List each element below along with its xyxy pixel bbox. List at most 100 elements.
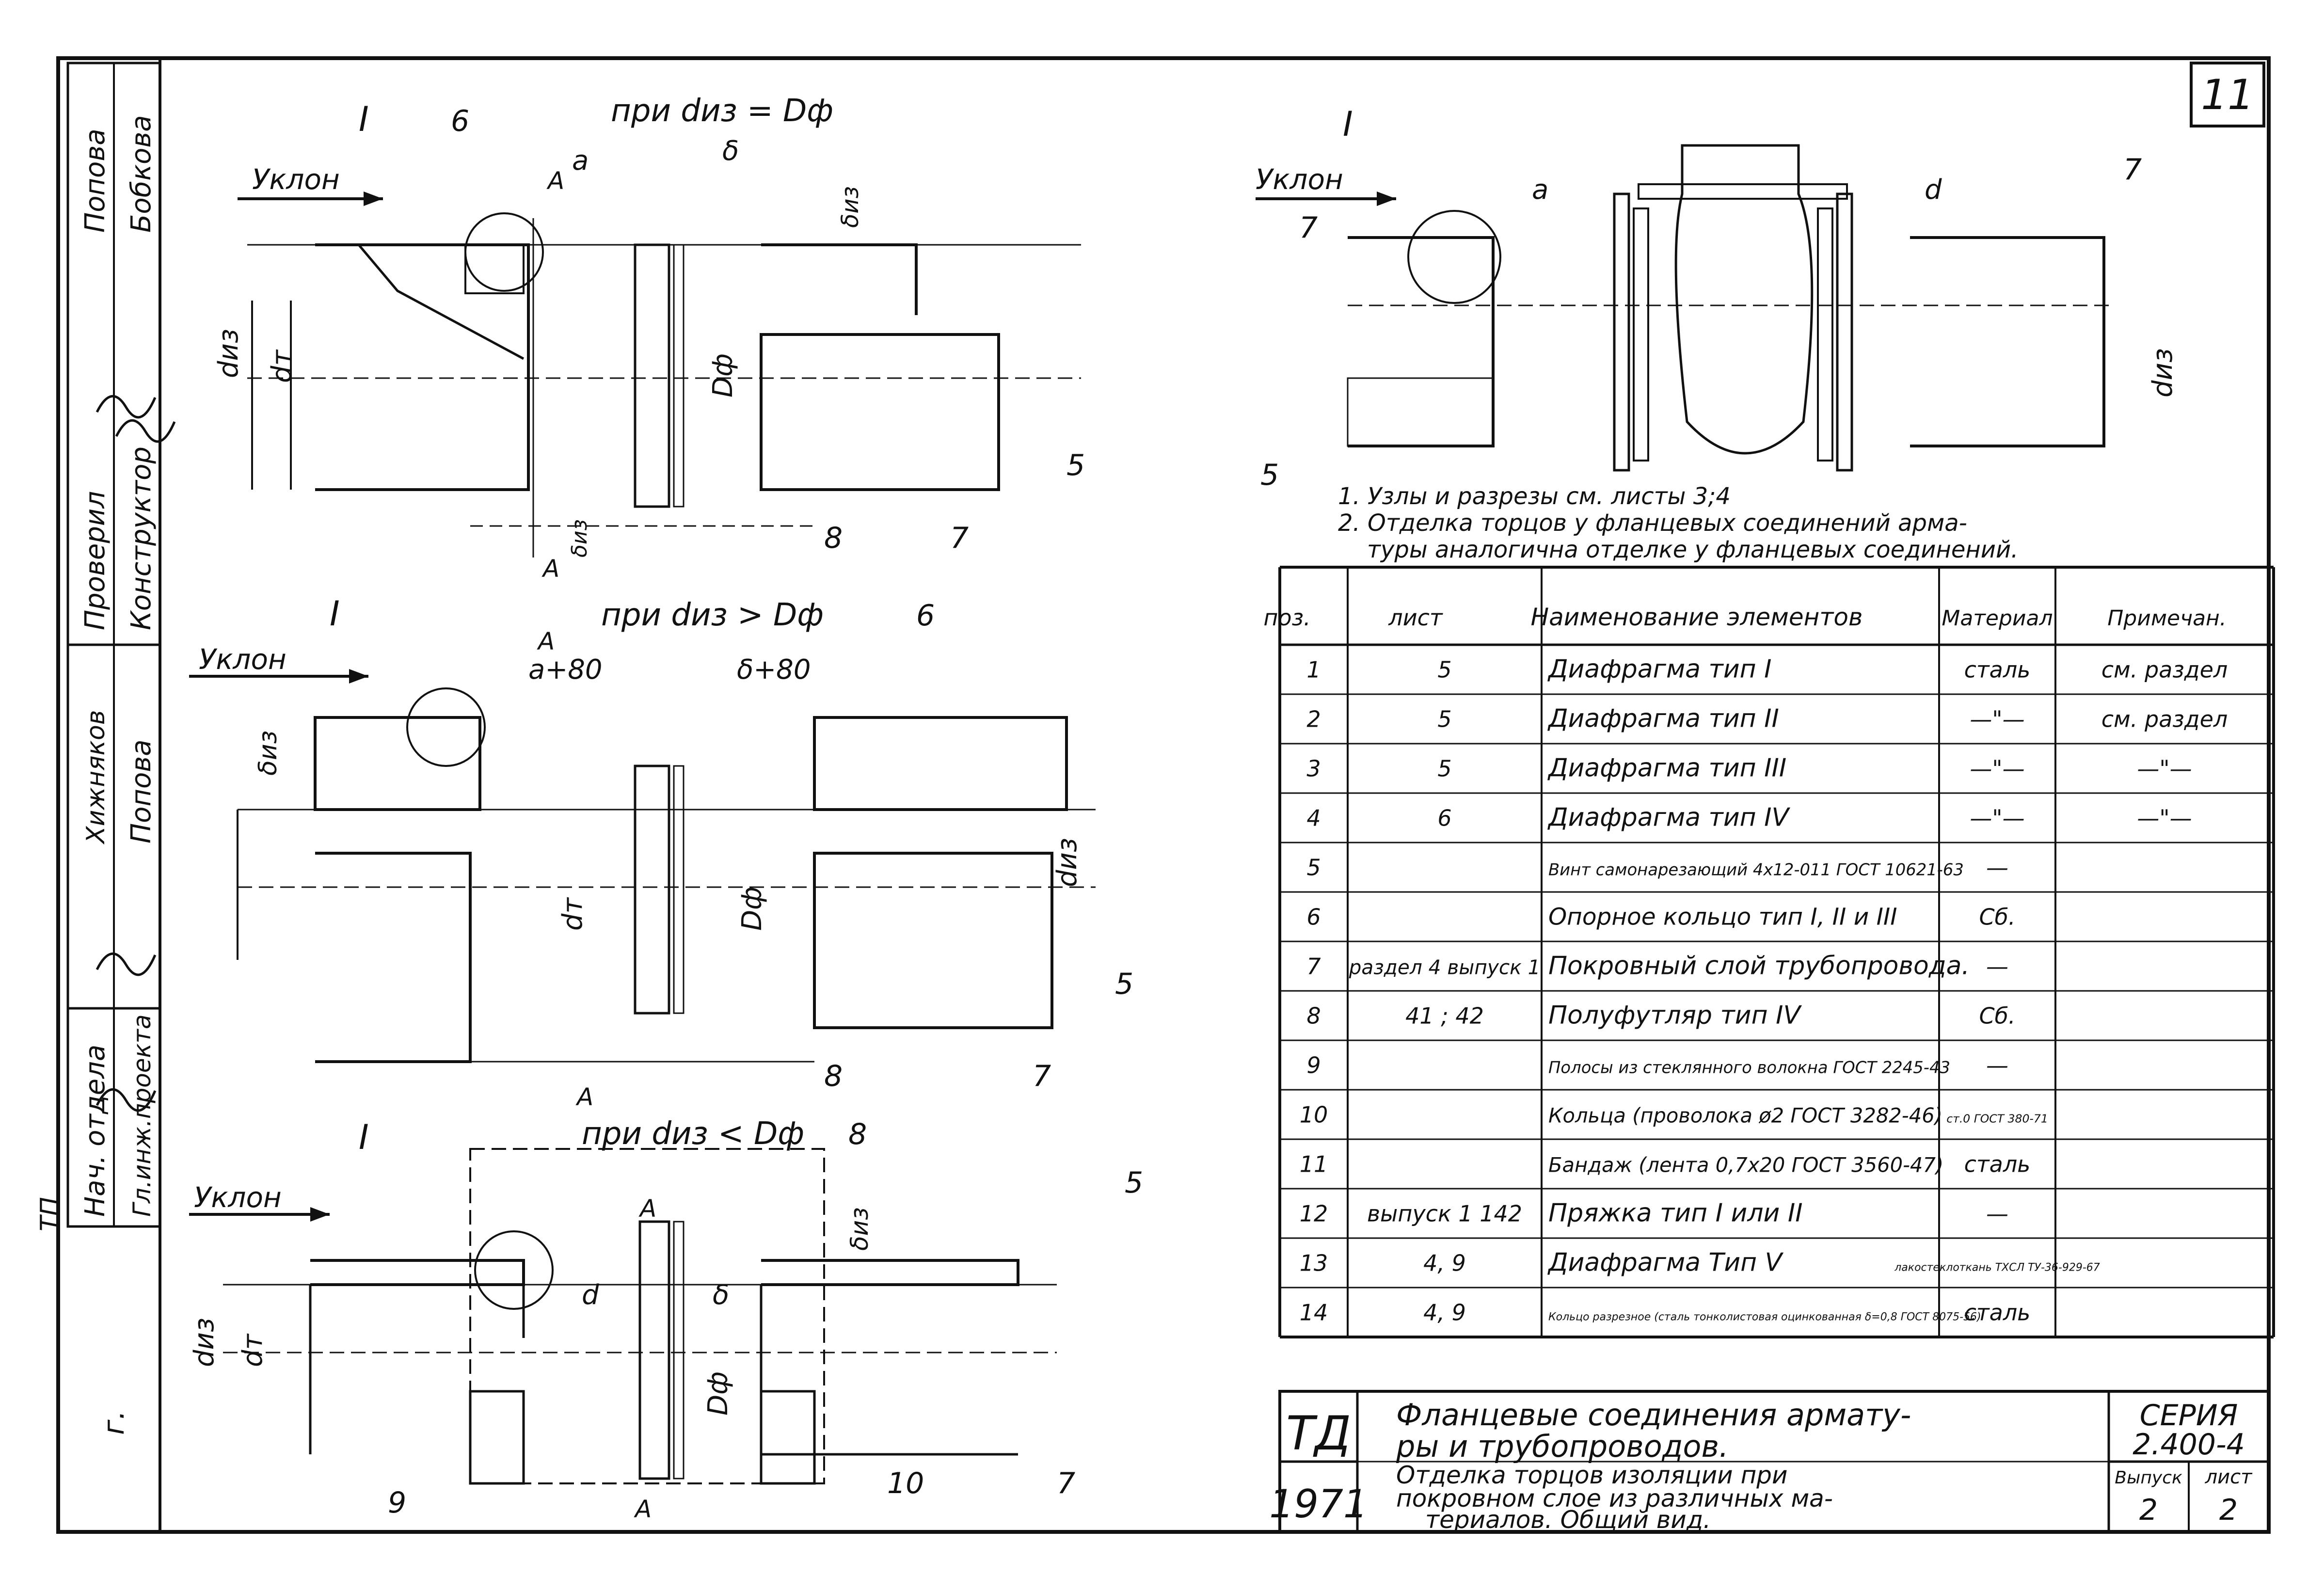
cell-note: —"— [2137, 755, 2192, 781]
slope-label-4: Уклон [1256, 163, 1343, 196]
view-top-equal: при dиз = Dф Уклон dиз dт Dф a δ δиз δиз… [213, 93, 1085, 583]
cell-note: см. раздел [2101, 656, 2228, 683]
callout-10-3: 10 [887, 1466, 924, 1500]
dim-d-iz-4: dиз [2147, 348, 2179, 398]
sheet-label: лист [2205, 1466, 2253, 1488]
cell-sheet: 4, 9 [1423, 1250, 1466, 1276]
td-year: 1971 [1269, 1481, 1368, 1527]
surname-3: Хижняков [81, 710, 111, 845]
section-A-2b: A [575, 1083, 593, 1111]
cell-name: Пряжка тип I или II [1548, 1198, 1803, 1227]
node-I-3: I [359, 1117, 369, 1157]
callout-7-4b: 7 [2123, 153, 2142, 187]
cell-pos: 6 [1306, 904, 1321, 930]
cell-sheet: 5 [1437, 706, 1451, 732]
th-name: Наименование элементов [1531, 603, 1863, 631]
dim-delta-iz-2: δиз [254, 731, 283, 776]
cell-sheet: выпуск 1 142 [1367, 1200, 1522, 1226]
dim-D-f-2: Dф [736, 887, 768, 931]
subtitle-line-2: покровном слое из различных ма- [1396, 1484, 1833, 1512]
surname-4: Попова [126, 739, 157, 844]
series-value: 2.400-4 [2133, 1428, 2245, 1462]
cell-material: сталь [1964, 656, 2031, 683]
cell-sheet: 6 [1437, 805, 1451, 831]
sheet-number-box [2190, 62, 2265, 127]
callout-5-3: 5 [1125, 1166, 1143, 1200]
cell-material: —"— [1970, 805, 2024, 831]
cell-sheet: 4, 9 [1423, 1299, 1466, 1325]
cell-pos: 8 [1306, 1003, 1321, 1029]
title-line-1: Фланцевые соединения армату- [1396, 1397, 1911, 1433]
dim-delta-iz-1b: δиз [567, 519, 592, 557]
callout-8-2: 8 [824, 1059, 843, 1093]
callout-7-4a: 7 [1299, 211, 1318, 245]
dim-delta-3: δ [713, 1279, 729, 1311]
city-mark: г. [97, 1410, 131, 1435]
role-designer: Конструктор [126, 446, 157, 630]
cell-material: лакостеклоткань ТХСЛ ТУ-36-929-67 [1894, 1261, 2100, 1274]
cell-material: Сб. [1979, 904, 2015, 930]
callout-7-3: 7 [1057, 1466, 1075, 1500]
th-material: Материал [1942, 606, 2053, 631]
note-1: 1. Узлы и разрезы см. листы 3;4 [1338, 483, 1731, 510]
cell-name: Диафрагма тип II [1547, 704, 1779, 733]
issue-label: Выпуск [2115, 1468, 2182, 1488]
dim-delta-1: δ [722, 135, 739, 167]
role-dept-head: Нач. отдела [80, 1045, 111, 1217]
dim-D-f-3: Dф [702, 1371, 734, 1416]
cell-material: — [1986, 854, 2008, 880]
view-top-title: при dиз = Dф [611, 93, 833, 129]
note-3: туры аналогична отделке у фланцевых соед… [1367, 536, 2018, 563]
role-checked: Проверил [80, 491, 111, 630]
cell-pos: 1 [1306, 656, 1321, 683]
surname-1: Попова [80, 128, 111, 233]
dim-a-3: d [582, 1279, 599, 1311]
view-mid-greater: при dиз > Dф Уклон a+80 δ+80 δиз dт Dф d… [189, 594, 1133, 1111]
spec-table-grid [1278, 566, 2275, 1338]
issue-value: 2 [2139, 1493, 2158, 1527]
series-label: СЕРИЯ [2140, 1399, 2238, 1433]
role-chief-engineer: Гл.инж.проекта [128, 1014, 156, 1217]
cell-name: Полуфутляр тип IV [1548, 1001, 1802, 1030]
view-bot-title: при dиз < Dф [582, 1116, 804, 1152]
subtitle-line-1: Отделка торцов изоляции при [1396, 1461, 1788, 1489]
cell-material: сталь [1964, 1151, 2031, 1177]
node-I-1: I [359, 99, 369, 139]
section-A-3a: A [638, 1194, 656, 1223]
callout-8-1: 8 [824, 521, 843, 555]
cell-pos: 7 [1306, 953, 1321, 979]
cell-name: Кольца (проволока ø2 ГОСТ 3282-46) [1548, 1103, 1942, 1127]
dim-d-t-3: dт [237, 1333, 269, 1367]
section-A-1a: A [546, 167, 564, 195]
dim-d-iz-1: dиз [213, 329, 244, 378]
callout-9-3: 9 [388, 1486, 406, 1520]
slope-label-1: Уклон [252, 163, 340, 196]
cell-sheet: 41 ; 42 [1405, 1003, 1484, 1029]
callout-6-2: 6 [916, 599, 935, 633]
cell-material: ст.0 ГОСТ 380-71 [1946, 1112, 2048, 1125]
section-A-2a: A [537, 627, 555, 655]
cell-pos: 13 [1300, 1250, 1328, 1276]
cell-material: —"— [1970, 706, 2024, 732]
cell-sheet: раздел 4 выпуск 1 [1349, 955, 1541, 979]
cell-material: — [1986, 953, 2008, 979]
dim-delta80: δ+80 [737, 654, 811, 685]
node-I-2: I [330, 594, 340, 634]
cell-pos: 4 [1306, 805, 1321, 831]
callout-8-3: 8 [848, 1117, 867, 1151]
cell-note: —"— [2137, 805, 2192, 831]
dim-delta-iz-1: δиз [837, 186, 864, 228]
spec-table: поз. лист Наименование элементов Материа… [1263, 566, 2275, 1338]
callout-5-1: 5 [1066, 448, 1085, 482]
